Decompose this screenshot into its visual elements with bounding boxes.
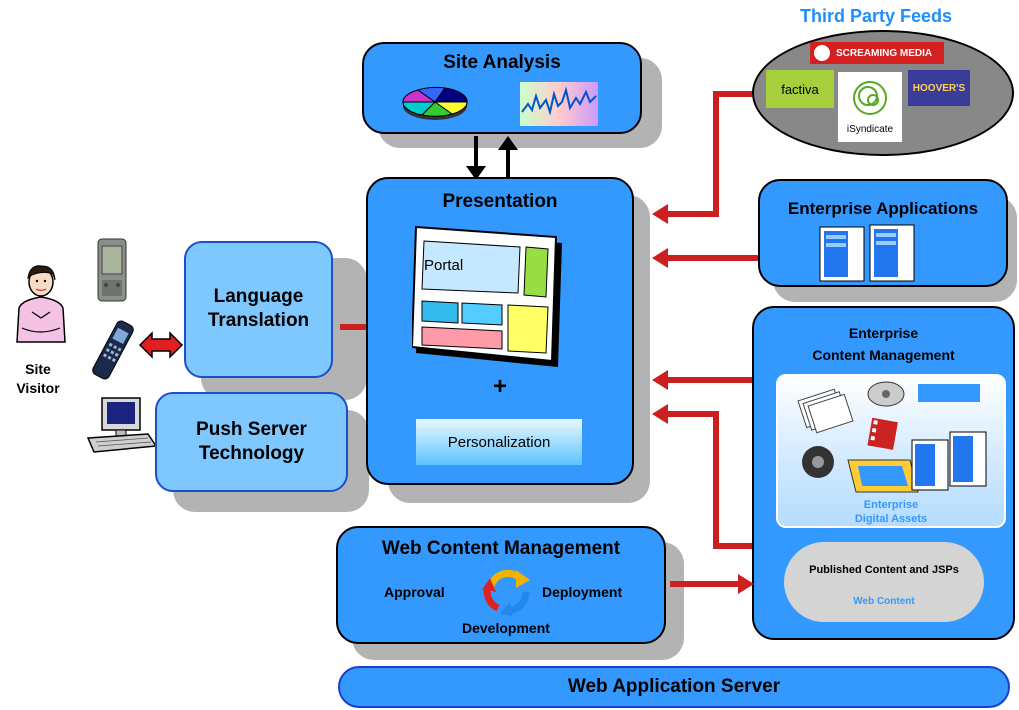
pie-chart-icon <box>402 86 468 120</box>
factiva-logo: factiva <box>766 70 834 108</box>
ecm-title-line-2: Content Management <box>812 347 955 363</box>
cellphone-icon <box>92 320 134 380</box>
personalization-box[interactable]: Personalization <box>416 419 582 465</box>
push-server-label-1: Push Server <box>196 419 307 440</box>
development-label: Development <box>462 620 550 636</box>
ecm-title-line-1: Enterprise <box>848 325 919 341</box>
line-graph-icon <box>520 82 598 126</box>
wcm-title: Web Content Management <box>381 538 621 559</box>
language-translation-label-1: Language <box>213 286 304 307</box>
personalization-label: Personalization <box>447 433 551 451</box>
approval-label: Approval <box>384 584 445 600</box>
site-analysis-title: Site Analysis <box>443 52 561 73</box>
plus-sign: + <box>492 373 507 400</box>
pda-icon <box>97 238 127 302</box>
push-server-box[interactable]: Push Server Technology <box>155 392 348 492</box>
presentation-title: Presentation <box>442 191 558 212</box>
portal-label: Portal <box>424 257 464 274</box>
screaming-media-logo: SCREAMING MEDIA <box>810 42 944 64</box>
site-visitor-label-2: Visitor <box>16 380 60 396</box>
enterprise-content-management-box[interactable]: Enterprise Content Management Enterprise <box>752 306 1015 640</box>
presentation-box[interactable]: Presentation Portal + Personalization <box>366 177 634 485</box>
language-translation-label-2: Translation <box>207 310 310 331</box>
connector-line <box>340 324 370 330</box>
third-party-feeds-oval: SCREAMING MEDIA factiva iSyndicate HOOVE… <box>752 30 1014 156</box>
portal-window-icon <box>412 225 562 367</box>
screaming-media-icon <box>814 45 830 61</box>
double-arrow-icon <box>138 331 184 359</box>
digital-assets-panel[interactable]: Enterprise Digital Assets <box>776 374 1006 528</box>
digital-assets-label-2: Digital Assets <box>854 513 928 525</box>
site-visitor-icon <box>16 265 66 343</box>
web-content-store[interactable]: Published Content and JSPs Web Content <box>784 542 984 622</box>
enterprise-applications-title: Enterprise Applications <box>787 199 979 218</box>
push-server-label-2: Technology <box>198 443 305 464</box>
language-translation-box[interactable]: Language Translation <box>184 241 333 378</box>
web-application-server-label: Web Application Server <box>567 676 781 697</box>
web-application-server-bar[interactable]: Web Application Server <box>338 666 1010 708</box>
server-icon <box>819 224 915 282</box>
cycle-arrows-icon <box>482 569 530 616</box>
up-down-arrows-icon <box>466 136 518 180</box>
published-content-label: Published Content and JSPs <box>809 564 959 576</box>
computer-icon <box>86 397 158 453</box>
third-party-feeds-title: Third Party Feeds <box>799 6 953 26</box>
hoovers-logo: HOOVER'S <box>908 70 970 106</box>
web-content-label: Web Content <box>853 596 915 607</box>
site-analysis-box[interactable]: Site Analysis <box>362 42 642 134</box>
enterprise-applications-box[interactable]: Enterprise Applications <box>758 179 1008 287</box>
digital-assets-label-1: Enterprise <box>863 499 919 511</box>
digital-assets-icon <box>797 381 987 493</box>
isyndicate-logo: iSyndicate <box>838 72 902 142</box>
site-visitor-label-1: Site <box>25 361 51 377</box>
deployment-label: Deployment <box>542 584 623 600</box>
web-content-management-box[interactable]: Web Content Management Approval Deployme… <box>336 526 666 644</box>
red-connector-arrows <box>652 91 758 594</box>
isyndicate-icon <box>853 81 887 115</box>
